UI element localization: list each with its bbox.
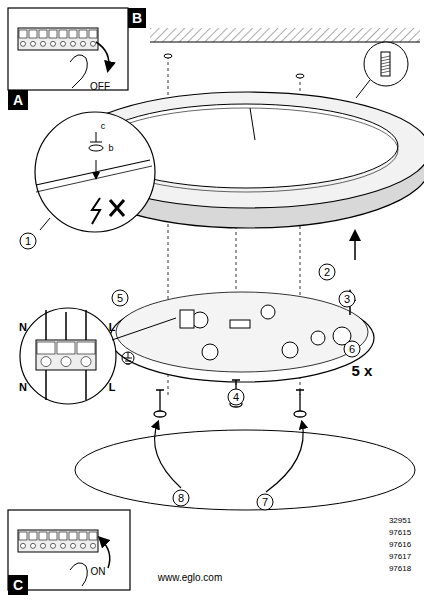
terminal-stroke (61, 357, 71, 367)
switch-state: ON (91, 567, 106, 577)
callout-number: 3 (344, 294, 350, 305)
terminal-stroke (41, 357, 51, 367)
terminal-stroke (79, 30, 87, 38)
terminal-stroke (21, 543, 26, 548)
callout-number: 8 (178, 493, 184, 504)
terminal-stroke (18, 28, 98, 50)
callout-number: 1 (25, 236, 31, 247)
terminal-stroke (91, 543, 96, 548)
article-number: 32951 (389, 517, 411, 525)
terminal-stroke (61, 543, 66, 548)
panel-letter: A (13, 93, 23, 107)
terminal-stroke (39, 532, 47, 540)
terminal-stroke (39, 30, 47, 38)
terminal-label: N (19, 382, 27, 393)
terminal-stroke (37, 342, 55, 354)
terminal-label: L (109, 382, 116, 393)
terminal-stroke (57, 342, 75, 354)
terminal-stroke (89, 30, 97, 38)
terminal-stroke (29, 30, 37, 38)
callout-number: 5 (117, 293, 123, 304)
switch-state: OFF (90, 82, 110, 92)
quantity-label: 5 x (352, 363, 373, 378)
terminal-label: N (19, 322, 27, 333)
terminal-stroke (77, 342, 95, 354)
terminal-stroke (36, 340, 96, 370)
terminal-stroke (41, 41, 46, 46)
terminal-stroke (31, 543, 36, 548)
terminal-stroke (81, 357, 91, 367)
terminal-stroke (79, 532, 87, 540)
terminal-stroke (49, 532, 57, 540)
terminal-stroke (381, 71, 390, 73)
callout-number: 6 (349, 344, 355, 355)
terminal-stroke (81, 41, 86, 46)
terminal-stroke (51, 41, 56, 46)
terminal-stroke (18, 530, 98, 552)
terminal-stroke (69, 532, 77, 540)
terminal-stroke (81, 543, 86, 548)
terminal-stroke (381, 65, 390, 67)
article-number: 97616 (389, 541, 411, 549)
terminal-stroke (19, 532, 27, 540)
terminal-stroke (85, 370, 87, 400)
terminal-stroke (85, 310, 87, 340)
step-letter: b (108, 144, 113, 153)
terminal-stroke (49, 30, 57, 38)
terminal-stroke (59, 30, 67, 38)
step-letter: c (101, 122, 106, 131)
article-number: 97617 (389, 553, 411, 561)
callout-number: 4 (233, 392, 239, 403)
terminal-label: L (109, 322, 116, 333)
terminal-stroke (381, 68, 390, 70)
terminal-stroke (61, 41, 66, 46)
terminal-stroke (69, 30, 77, 38)
panel-letter: B (132, 11, 142, 25)
article-number: 97618 (389, 565, 411, 573)
terminal-stroke (381, 59, 390, 61)
terminal-stroke (41, 543, 46, 548)
terminal-stroke (31, 41, 36, 46)
terminal-stroke (45, 370, 47, 400)
terminal-stroke (65, 312, 67, 340)
terminal-stroke (381, 56, 390, 58)
callout-number: 2 (324, 267, 330, 278)
terminal-stroke (21, 41, 26, 46)
terminal-stroke (71, 543, 76, 548)
terminal-stroke (381, 62, 390, 64)
terminal-stroke (51, 543, 56, 548)
terminal-stroke (29, 532, 37, 540)
terminal-stroke (71, 41, 76, 46)
terminal-stroke (89, 532, 97, 540)
terminal-stroke (59, 532, 67, 540)
terminal-stroke (91, 41, 96, 46)
article-number: 97615 (389, 529, 411, 537)
terminal-stroke (19, 30, 27, 38)
callout-number: 7 (262, 497, 268, 508)
terminal-stroke (45, 310, 47, 340)
panel-letter: C (13, 578, 23, 592)
website: www.eglo.com (158, 573, 222, 583)
